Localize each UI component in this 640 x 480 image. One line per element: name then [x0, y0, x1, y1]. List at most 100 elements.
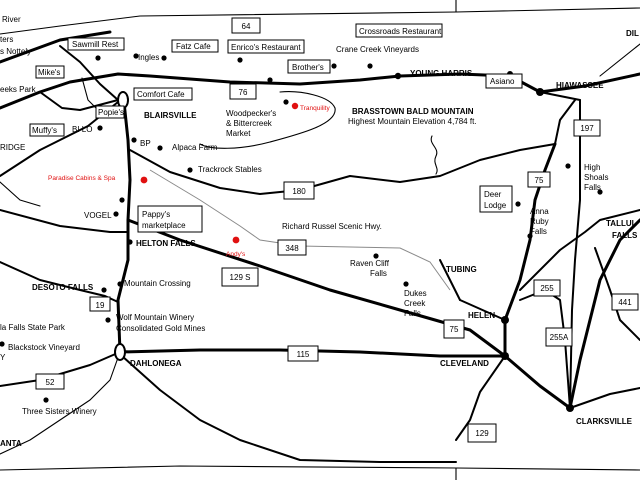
label-market: Market: [226, 129, 251, 138]
marker-desoto: [101, 287, 107, 293]
label-muffys: Muffy's: [32, 126, 57, 135]
label-ingles: Ingles: [138, 53, 159, 62]
shield-180: 180: [292, 187, 306, 196]
label-woodpeckers: Woodpecker's: [226, 109, 276, 118]
marker-bp: [131, 137, 137, 143]
marker-bi-lo: [97, 125, 103, 131]
label-hiawassee: HIAWASSEE: [556, 81, 604, 90]
label-trackrock: Trackrock Stables: [198, 165, 262, 174]
tubing-helen-road: [459, 299, 506, 321]
label-lodge: Lodge: [484, 201, 507, 210]
label-deer: Deer: [484, 190, 502, 199]
route-129-south-lower: [455, 355, 506, 441]
label-ters: ters: [0, 35, 13, 44]
bottom-border-road: [0, 465, 640, 471]
marker-three-sisters: [43, 397, 49, 403]
marker-enricos: [237, 57, 243, 63]
label-sawmill-rest: Sawmill Rest: [72, 40, 119, 49]
label-helen: HELEN: [468, 311, 495, 320]
label-young-harris: YOUNG HARRIS: [410, 69, 473, 78]
shield-129: 129: [475, 429, 489, 438]
shield-115: 115: [297, 350, 310, 359]
marker-woodpeckers: [283, 99, 289, 105]
shield-441: 441: [618, 298, 632, 307]
label-raven-cliff: Raven Cliff: [350, 259, 390, 268]
shield-75-south: 75: [450, 325, 459, 334]
label-consolidated: Consolidated Gold Mines: [116, 324, 205, 333]
route-255-road: [519, 209, 640, 291]
label-popies: Popie's: [98, 108, 124, 117]
shield-255: 255: [540, 284, 554, 293]
label-desoto: DESOTO FALLS: [32, 283, 94, 292]
label-brasstown: BRASSTOWN BALD MOUNTAIN: [352, 107, 474, 116]
route-shields: 64 76 197 75 180 348 129 S 19 115 52 255…: [35, 17, 639, 443]
label-shoals: Shoals: [584, 173, 608, 182]
boxed-labels: Sawmill Rest Fatz Cafe Enrico's Restaura…: [29, 23, 523, 233]
vogel-road: [0, 209, 129, 233]
west-road: [0, 181, 41, 207]
label-ridge: RIDGE: [0, 143, 25, 152]
place-markers: [0, 53, 603, 412]
label-paradise: Paradise Cabins & Spa: [48, 175, 116, 182]
blairsville-link-1: [59, 45, 119, 101]
shield-19: 19: [96, 301, 105, 310]
marker-deer-lodge: [515, 201, 521, 207]
shield-197: 197: [580, 124, 594, 133]
route-197-north: [554, 99, 576, 145]
marker-dukes-creek: [403, 281, 409, 287]
label-crane-creek: Crane Creek Vineyards: [336, 45, 419, 54]
label-brothers: Brother's: [292, 63, 324, 72]
label-enricos: Enrico's Restaurant: [231, 43, 301, 52]
route-64-west: [0, 30, 112, 64]
label-clarksville: CLARKSVILLE: [576, 417, 633, 426]
label-pappys-market: marketplace: [142, 221, 186, 230]
marker-crane-creek: [367, 63, 373, 69]
label-high: High: [584, 163, 600, 172]
label-cleveland: CLEVELAND: [440, 359, 489, 368]
marker-blackstock: [0, 341, 5, 347]
label-creek: Creek: [404, 299, 426, 308]
label-dahlonega: DAHLONEGA: [130, 359, 182, 368]
label-richard-russel: Richard Russel Scenic Hwy.: [282, 222, 382, 231]
marker-vogel: [113, 211, 119, 217]
label-wolf-mountain: Wolf Mountain Winery: [116, 313, 194, 322]
marker-clarksville: [566, 404, 574, 412]
label-tallul: TALLUL: [606, 219, 637, 228]
label-vogel: VOGEL: [84, 211, 112, 220]
label-alpaca: Alpaca Farm: [172, 143, 218, 152]
label-anta: ANTA: [0, 439, 22, 448]
shield-348: 348: [285, 244, 299, 253]
route-441-road: [568, 218, 640, 410]
marker-fatz: [161, 55, 167, 61]
marker-mountain-crossing: [117, 281, 123, 287]
label-pappys: Pappy's: [142, 210, 170, 219]
label-y: Y: [0, 353, 6, 362]
label-blairsville: BLAIRSVILLE: [144, 111, 197, 120]
label-tubing: TUBING: [446, 265, 477, 274]
marker-helton-falls: [127, 239, 133, 245]
route-115-road: [118, 348, 507, 358]
label-blackstock: Blackstock Vineyard: [8, 343, 80, 352]
cleveland-clarksville-road: [503, 354, 572, 410]
marker-helen: [501, 316, 509, 324]
lower-dahlonega-road: [121, 355, 457, 463]
brasstown-trail: [430, 135, 438, 175]
label-river: River: [2, 15, 21, 24]
marker-tallulah: [597, 189, 603, 195]
label-asiano: Asiano: [490, 77, 515, 86]
label-crossroads: Crossroads Restaurant: [359, 27, 442, 36]
marker-trackrock: [187, 167, 193, 173]
muffys-road: [39, 91, 119, 111]
marker-ingles: [133, 53, 139, 59]
marker-paradise: [140, 176, 148, 184]
marker-brothers: [331, 63, 337, 69]
marker-wolf-mountain: [105, 317, 111, 323]
route-75-north: [503, 142, 557, 322]
marker-high-shoals: [565, 163, 571, 169]
top-border-road: [0, 7, 640, 35]
label-raven-cliff-falls: Falls: [370, 269, 387, 278]
label-dukes-falls: Falls: [404, 309, 421, 318]
text-labels: River ters s Nottely eeks Park Ingles Cr…: [0, 15, 639, 448]
route-76-road: [0, 72, 640, 110]
